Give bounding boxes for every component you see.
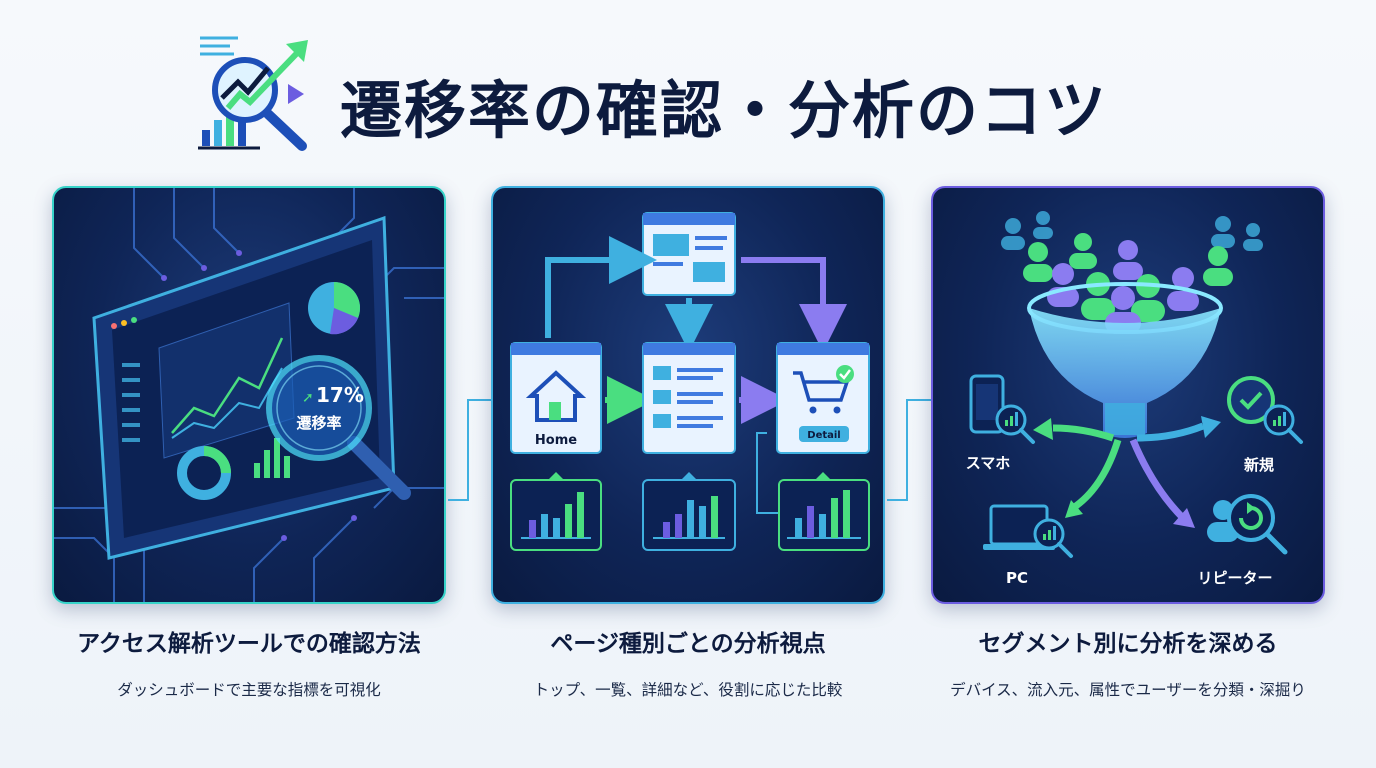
magnifier-label: 遷移率 — [296, 414, 341, 432]
connector-line — [887, 399, 933, 501]
connector-line — [448, 399, 494, 501]
repeater-user-icon — [1207, 494, 1288, 555]
dashboard-illustration: ➚ 17% 遷移率 — [54, 188, 444, 602]
bar-chart-home — [510, 472, 602, 551]
segment-label-new: 新規 — [1244, 456, 1274, 474]
panel-dashboard: ➚ 17% 遷移率 — [52, 186, 446, 604]
detail-label: Detail — [807, 430, 840, 441]
bar-chart-detail — [778, 472, 870, 551]
shopping-cart-icon — [793, 371, 850, 414]
panel-subtitle-segments: デバイス、流入元、属性でユーザーを分類・深掘り — [950, 681, 1306, 699]
panel-segments: スマホ 新規 PC リピーター — [931, 186, 1325, 604]
page-flow-illustration: Home Detail — [510, 212, 870, 551]
panel-title-dashboard: アクセス解析ツールでの確認方法 — [77, 631, 421, 657]
panel-page-flow: Home Detail — [491, 186, 885, 604]
bar-chart-list — [642, 472, 736, 551]
segment-label-smartphone: スマホ — [966, 454, 1011, 472]
segment-label-repeater: リピーター — [1197, 569, 1272, 587]
svg-text:➚: ➚ — [302, 390, 314, 406]
magnifier-value: 17% — [316, 383, 364, 407]
magnifier-growth-chart-icon — [198, 36, 308, 151]
panel-title-page-flow: ページ種別ごとの分析視点 — [550, 631, 826, 657]
header: 遷移率の確認・分析のコツ — [190, 30, 1190, 155]
panel-subtitle-page-flow: トップ、一覧、詳細など、役割に応じた比較 — [533, 681, 843, 699]
panel-subtitle-dashboard: ダッシュボードで主要な指標を可視化 — [117, 681, 381, 699]
new-user-badge-icon — [1227, 376, 1303, 444]
segment-funnel-illustration: スマホ 新規 PC リピーター — [966, 211, 1303, 587]
crowd-icon — [1001, 211, 1263, 334]
segment-label-pc: PC — [1006, 569, 1028, 587]
page-title: 遷移率の確認・分析のコツ — [340, 74, 1109, 147]
panel-title-segments: セグメント別に分析を深める — [978, 631, 1278, 657]
laptop-icon — [983, 504, 1073, 558]
smartphone-icon — [969, 374, 1035, 444]
home-label: Home — [535, 433, 577, 448]
